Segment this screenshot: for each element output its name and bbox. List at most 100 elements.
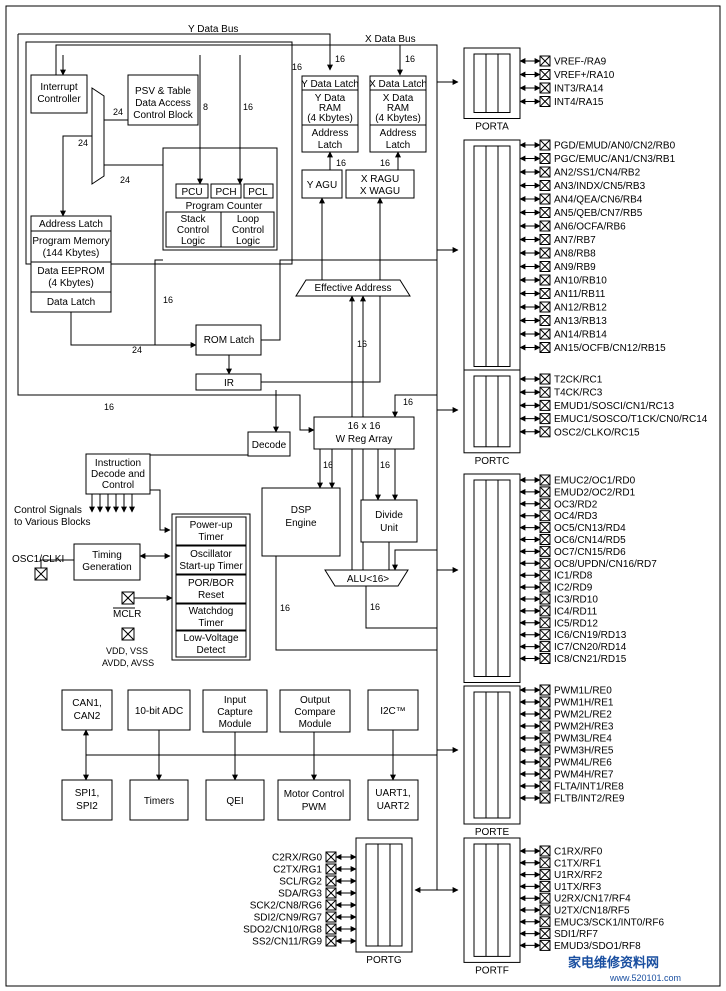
- avdd-avss-label: AVDD, AVSS: [102, 658, 154, 668]
- pin-label: C2RX/RG0: [272, 853, 322, 864]
- port-label: PORTC: [475, 456, 510, 467]
- port-portd: PORTDEMUC2/OC1/RD0EMUD2/OC2/RD1OC3/RD2OC…: [463, 473, 657, 697]
- pin-label: PWM3L/RE4: [554, 734, 612, 745]
- port-portf: PORTFC1RX/RF0C1TX/RF1U1RX/RF2U1TX/RF3U2R…: [463, 837, 664, 976]
- svg-text:16: 16: [380, 158, 390, 168]
- svg-text:Data EEPROM: Data EEPROM: [37, 266, 104, 277]
- pin-label: SCL/RG2: [279, 877, 322, 888]
- pin-label: INT3/RA14: [554, 84, 604, 95]
- pin-label: SDI1/RF7: [554, 929, 598, 940]
- pin-label: AN6/OCFA/RB6: [554, 222, 626, 233]
- svg-text:X RAGU: X RAGU: [361, 174, 399, 185]
- port-porte: PORTEPWM1L/RE0PWM1H/RE1PWM2L/RE2PWM2H/RE…: [463, 684, 625, 838]
- svg-text:Control: Control: [232, 225, 264, 236]
- dsp-engine-block: DSP Engine: [261, 487, 341, 557]
- pin-label: AN5/QEB/CN7/RB5: [554, 208, 643, 219]
- svg-text:Timing: Timing: [92, 550, 122, 561]
- outer-frame: [5, 5, 721, 987]
- pin-label: AN13/RB13: [554, 316, 607, 327]
- pin-label: SDA/RG3: [278, 889, 322, 900]
- mclr-label: MCLR: [113, 609, 141, 620]
- port-portb: PORTBPGD/EMUD/AN0/CN2/RB0PGC/EMUC/AN1/CN…: [463, 139, 676, 387]
- svg-text:(4 Kbytes): (4 Kbytes): [375, 113, 421, 124]
- cpu-core-frame: [25, 41, 293, 265]
- svg-text:Instruction: Instruction: [95, 458, 141, 469]
- decode-block: Decode: [247, 431, 291, 457]
- svg-text:Control Block: Control Block: [133, 110, 193, 121]
- osc1-label: OSC1/CLKI: [12, 554, 64, 565]
- svg-text:10-bit ADC: 10-bit ADC: [135, 706, 183, 717]
- pin-label: PWM4H/RE7: [554, 770, 614, 781]
- svg-text:Start-up Timer: Start-up Timer: [179, 561, 243, 572]
- ir-block: IR: [195, 373, 262, 391]
- pin-label: OSC2/CLKO/RC15: [554, 427, 640, 438]
- svg-text:SPI1,: SPI1,: [75, 788, 99, 799]
- svg-text:24: 24: [132, 345, 142, 355]
- pin-label: U2TX/CN18/RF5: [554, 906, 630, 917]
- pin-label: PGC/EMUC/AN1/CN3/RB1: [554, 154, 676, 165]
- svg-text:16: 16: [280, 603, 290, 613]
- pin-label: PWM4L/RE6: [554, 758, 612, 769]
- svg-text:Divide: Divide: [375, 510, 403, 521]
- svg-text:24: 24: [78, 138, 88, 148]
- x-data-bus: [55, 44, 438, 890]
- pin-label: PWM1H/RE1: [554, 698, 614, 709]
- pin-label: AN14/RB14: [554, 330, 607, 341]
- instruction-decode-block: Instruction Decode and Control: [85, 453, 151, 495]
- svg-text:Data Access: Data Access: [135, 98, 191, 109]
- svg-text:X WAGU: X WAGU: [360, 186, 400, 197]
- pin-label: OC6/CN14/RD5: [554, 535, 626, 546]
- svg-text:16: 16: [335, 54, 345, 64]
- y-agu-block: Y AGU: [301, 169, 343, 199]
- svg-text:16: 16: [380, 460, 390, 470]
- port-label: PORTA: [475, 122, 509, 133]
- svg-text:Timer: Timer: [198, 532, 224, 543]
- pin-label: VREF+/RA10: [554, 70, 615, 81]
- svg-text:Program Counter: Program Counter: [186, 201, 263, 212]
- port-portg: PORTGC2RX/RG0C2TX/RG1SCL/RG2SDA/RG3SCK2/…: [243, 837, 413, 966]
- pin-label: AN2/SS1/CN4/RB2: [554, 168, 641, 179]
- x-agu-block: X RAGU X WAGU: [345, 169, 415, 199]
- pin-label: U1TX/RF3: [554, 882, 602, 893]
- bus-width-marks: 16 16 16 16 8 24 24 24 16 16 16 24 16 16…: [78, 54, 415, 613]
- port-latch: [365, 843, 403, 947]
- svg-text:Timers: Timers: [144, 796, 174, 807]
- pin-label: OC7/CN15/RD6: [554, 547, 626, 558]
- port-latch: [473, 843, 511, 957]
- pin-label: SDO2/CN10/RG8: [243, 925, 322, 936]
- pin-label: U1RX/RF2: [554, 870, 603, 881]
- pin-label: OC8/UPDN/CN16/RD7: [554, 559, 657, 570]
- svg-text:Stack: Stack: [180, 214, 206, 225]
- svg-text:Program Memory: Program Memory: [32, 236, 109, 247]
- input-capture-block: Input Capture Module: [202, 689, 268, 733]
- svg-text:ROM Latch: ROM Latch: [204, 335, 255, 346]
- pin-label: SS2/CN11/RG9: [252, 937, 322, 948]
- port-latch: [473, 691, 511, 819]
- x-data-bus-label: X Data Bus: [365, 34, 416, 45]
- effective-address-block: Effective Address: [295, 279, 411, 297]
- port-label: PORTF: [475, 965, 509, 976]
- pin-label: PWM2L/RE2: [554, 710, 612, 721]
- svg-text:W Reg Array: W Reg Array: [336, 434, 393, 445]
- svg-text:Logic: Logic: [236, 236, 260, 247]
- i2c-block: I2C™: [367, 689, 419, 731]
- svg-text:16: 16: [323, 460, 333, 470]
- svg-text:Generation: Generation: [82, 562, 131, 573]
- pin-label: AN10/RB10: [554, 276, 607, 287]
- svg-text:24: 24: [113, 107, 123, 117]
- pin-label: INT4/RA15: [554, 97, 604, 108]
- svg-text:X Data Latch: X Data Latch: [369, 79, 427, 90]
- svg-text:RAM: RAM: [319, 103, 341, 114]
- svg-text:Data Latch: Data Latch: [47, 297, 95, 308]
- svg-text:(144 Kbytes): (144 Kbytes): [43, 248, 100, 259]
- can-block: CAN1, CAN2: [61, 689, 113, 731]
- svg-text:8: 8: [203, 102, 208, 112]
- pin-label: IC1/RD8: [554, 571, 593, 582]
- y-data-ram-block: Y Data Latch Y Data RAM (4 Kbytes) Addre…: [301, 75, 359, 153]
- svg-text:IR: IR: [224, 378, 234, 389]
- pin-label: OC3/RD2: [554, 499, 598, 510]
- pin-label: OC5/CN13/RD4: [554, 523, 626, 534]
- pin-label: PWM1L/RE0: [554, 686, 612, 697]
- svg-text:Output: Output: [300, 695, 330, 706]
